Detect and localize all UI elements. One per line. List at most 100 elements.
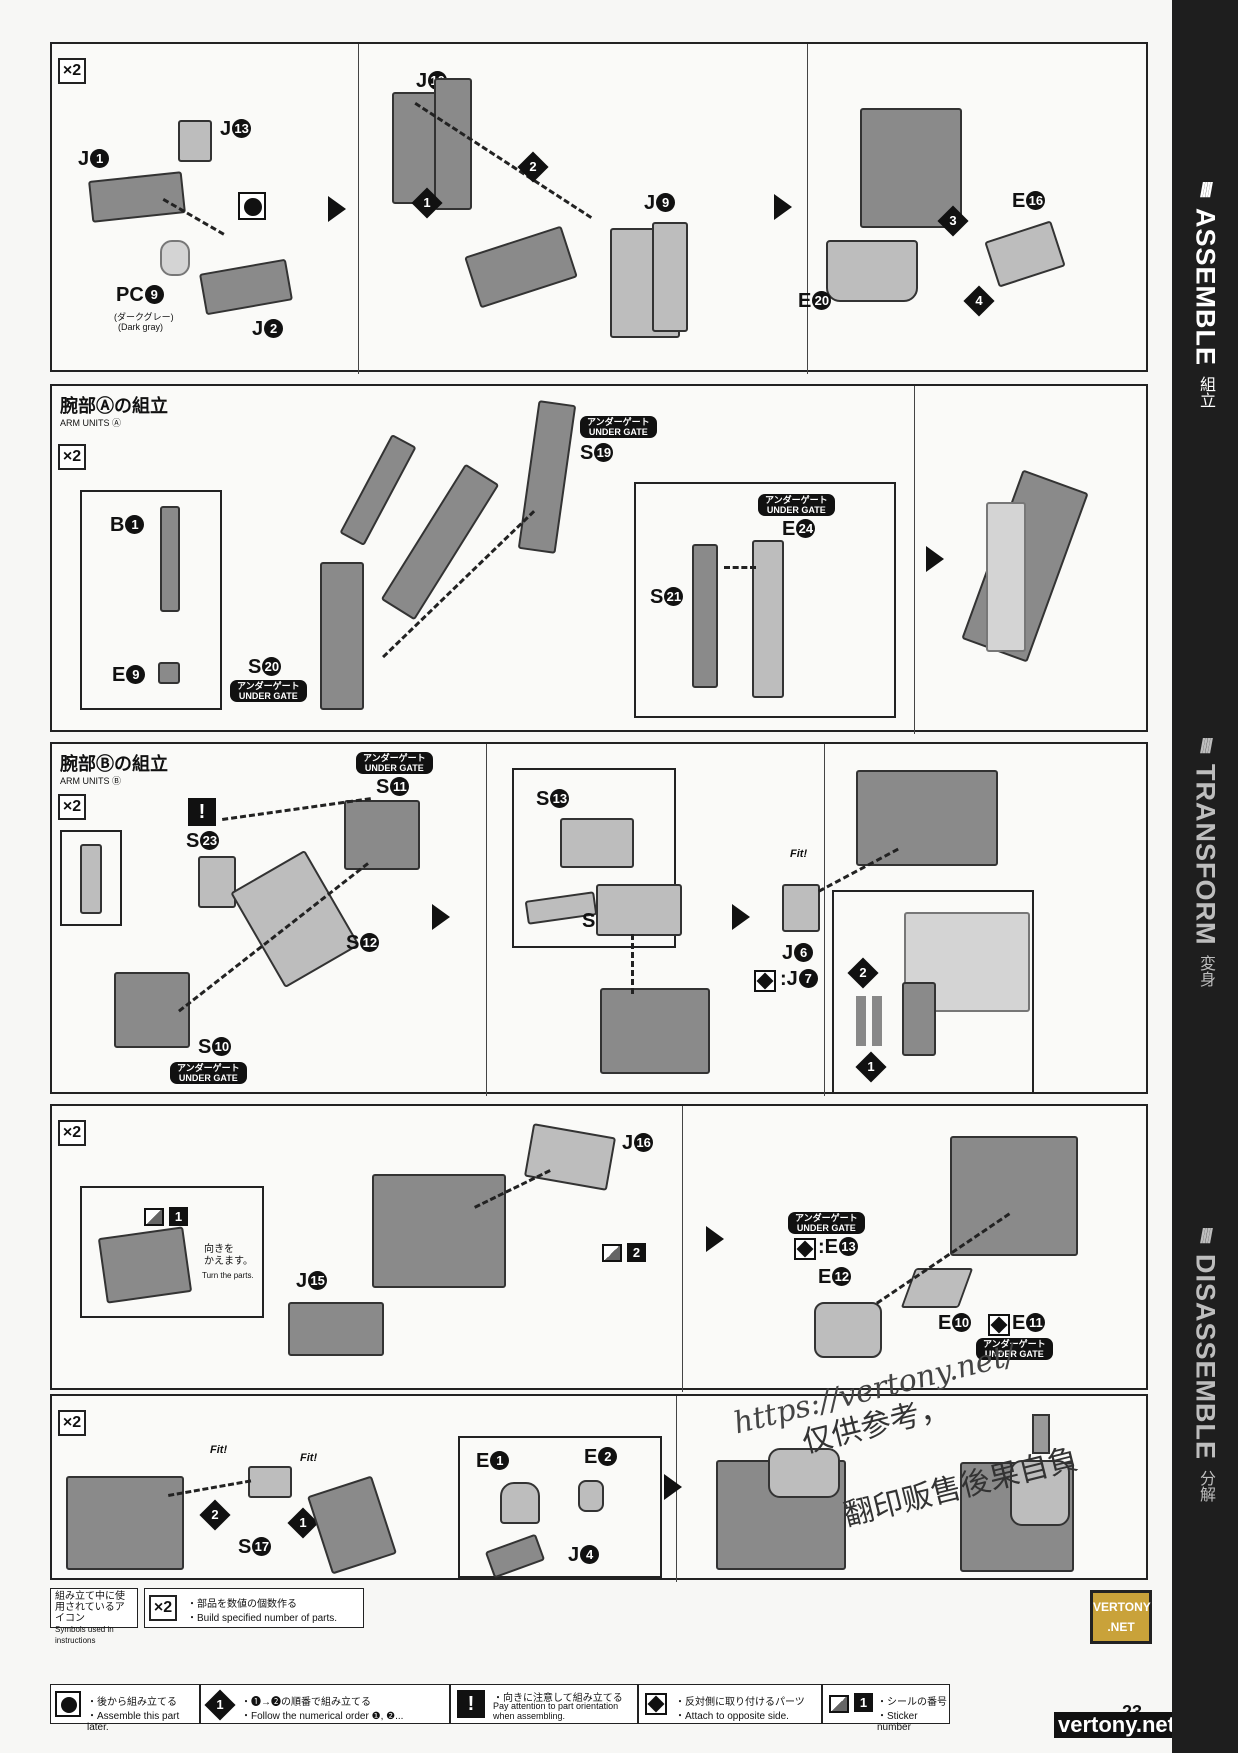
part-s23-detail	[80, 844, 102, 914]
side-transform: //// TRANSFORM 変身	[1172, 736, 1238, 987]
quantity-badge: ×2	[58, 794, 86, 820]
part-e16	[984, 220, 1066, 288]
symbols-legend: 組み立て中に使用されているアイコン Symbols used in instru…	[50, 1588, 1148, 1733]
numerical-order-icon: 1	[204, 1689, 236, 1721]
turn-parts-note-en: Turn the parts.	[202, 1271, 254, 1280]
part-s13-mounted	[596, 884, 682, 936]
sticker-icon	[602, 1244, 622, 1262]
side-assemble-label: ASSEMBLE	[1190, 208, 1221, 367]
legend-order: 1 ・❶→❷の順番で組み立てる ・Follow the numerical or…	[200, 1684, 450, 1724]
part-s21	[692, 544, 718, 688]
legend-attention: ! ・向きに注意して組み立てる Pay attention to part or…	[450, 1684, 638, 1724]
part-j7-flip	[902, 982, 936, 1056]
step-2-marker: 2	[517, 151, 549, 183]
legend-x2-en: ・Build specified number of parts.	[187, 1613, 338, 1624]
up-arrow-icon	[856, 996, 866, 1046]
next-arrow	[926, 546, 944, 572]
divider	[824, 744, 825, 1096]
legend-later-en: ・Assemble this part later.	[87, 1711, 180, 1733]
pc-color-en: (Dark gray)	[118, 322, 164, 332]
side-disassemble: //// DISASSEMBLE 分解	[1172, 1226, 1238, 1502]
assembly-arrow	[631, 934, 634, 994]
legend-attn-jp: ・向きに注意して組み立てる	[493, 1693, 623, 1704]
next-arrow	[664, 1474, 682, 1500]
stripes-icon: ////	[1199, 1226, 1213, 1248]
step-1-marker: 1	[855, 1051, 887, 1083]
quantity-badge: ×2	[58, 1410, 86, 1436]
detail-inset-j15: 1 向きを かえます。 Turn the parts.	[80, 1186, 264, 1318]
next-arrow	[432, 904, 450, 930]
opposite-side-icon	[794, 1238, 816, 1260]
step-4-marker: 4	[963, 285, 995, 317]
part-j1	[88, 171, 186, 223]
part-arm-body-4b	[950, 1136, 1078, 1256]
part-forearm	[380, 463, 500, 621]
part-j6	[782, 884, 820, 932]
side-disassemble-jp: 分解	[1197, 1470, 1214, 1503]
section-title: 腕部Ⓑの組立	[60, 754, 168, 774]
part-arm-body-5	[66, 1476, 184, 1570]
panel-assembly-step-1: ×2 J1 J13 PC9 (ダークグレー) (Dark gray) J2 J1…	[50, 42, 1148, 374]
legend-order-en: ・Follow the numerical order ❶, ❷...	[241, 1711, 404, 1722]
section-subtitle: ARM UNITS Ⓑ	[60, 776, 122, 786]
part-s13	[560, 818, 634, 868]
quantity-badge: ×2	[58, 1120, 86, 1146]
part-j10-back	[434, 78, 472, 210]
part-e10	[900, 1268, 974, 1308]
sticker-icon	[144, 1208, 164, 1226]
divider	[914, 386, 915, 734]
divider	[486, 744, 487, 1096]
fit-label: Fit!	[790, 848, 808, 860]
part-assembled-unit	[860, 108, 962, 228]
part-pc9	[160, 240, 190, 276]
legend-opposite: ・反対側に取り付けるパーツ ・Attach to opposite side.	[638, 1684, 822, 1724]
part-arm-body-4	[372, 1174, 506, 1288]
part-j9-back	[652, 222, 688, 332]
next-arrow	[706, 1226, 724, 1252]
part-e20	[826, 240, 918, 302]
legend-opp-jp: ・反対側に取り付けるパーツ	[675, 1697, 805, 1708]
part-s17	[248, 1466, 292, 1498]
divider	[682, 1106, 683, 1392]
detail-inset-transform: 2 1	[832, 890, 1034, 1094]
step-2-marker: 2	[847, 957, 879, 989]
quantity-badge: ×2	[58, 444, 86, 470]
sticker-icon	[829, 1695, 849, 1713]
legend-opp-en: ・Attach to opposite side.	[675, 1711, 789, 1722]
opposite-side-icon	[988, 1314, 1010, 1336]
detail-inset-s23	[60, 830, 122, 926]
part-arm-tip	[306, 1475, 398, 1575]
part-j13	[178, 120, 212, 162]
part-arm-final-1-head	[768, 1448, 840, 1498]
